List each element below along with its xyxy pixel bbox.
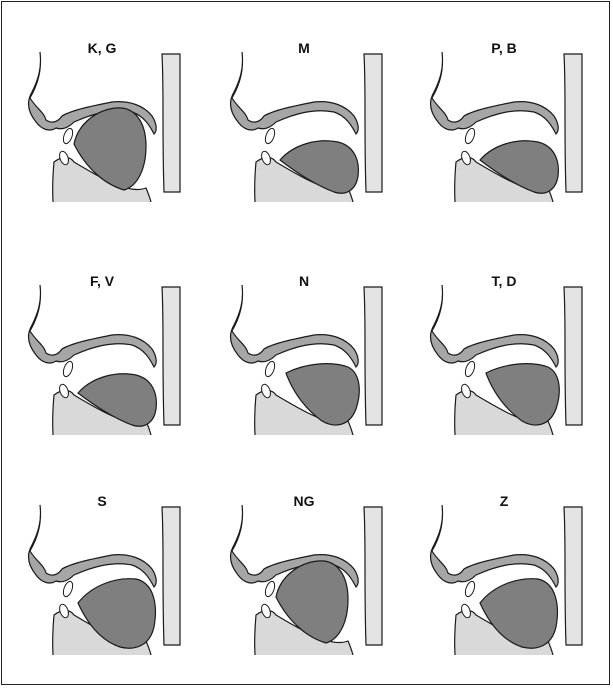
upper-tooth xyxy=(264,360,277,378)
vocal-tract-illustration xyxy=(12,245,192,435)
panel-s: S xyxy=(12,465,192,655)
pharynx-wall xyxy=(564,287,582,425)
palate-shape xyxy=(231,52,359,134)
upper-tooth xyxy=(62,580,75,598)
palate-shape xyxy=(431,285,559,367)
palate-shape xyxy=(431,52,559,134)
palate-shape xyxy=(29,285,157,367)
upper-tooth xyxy=(464,127,477,145)
panel-z: Z xyxy=(414,465,594,655)
vocal-tract-illustration xyxy=(214,12,394,202)
palate-shape xyxy=(431,505,559,587)
panel-n: N xyxy=(214,245,394,435)
pharynx-wall xyxy=(364,287,382,425)
vocal-tract-illustration xyxy=(414,465,594,655)
panel-f-v: F, V xyxy=(12,245,192,435)
upper-tooth xyxy=(464,580,477,598)
pharynx-wall xyxy=(564,54,582,192)
panel-m: M xyxy=(214,12,394,202)
vocal-tract-illustration xyxy=(214,245,394,435)
panel-ng: NG xyxy=(214,465,394,655)
upper-tooth xyxy=(62,360,75,378)
pharynx-wall xyxy=(162,507,180,645)
vocal-tract-illustration xyxy=(12,12,192,202)
panel-k-g: K, G xyxy=(12,12,192,202)
pharynx-wall xyxy=(162,54,180,192)
panel-t-d: T, D xyxy=(414,245,594,435)
upper-tooth xyxy=(62,127,75,145)
vocal-tract-illustration xyxy=(414,245,594,435)
vocal-tract-illustration xyxy=(214,465,394,655)
palate-shape xyxy=(29,505,157,587)
pharynx-wall xyxy=(162,287,180,425)
upper-tooth xyxy=(264,580,277,598)
vocal-tract-illustration xyxy=(12,465,192,655)
pharynx-wall xyxy=(364,507,382,645)
palate-shape xyxy=(231,285,359,367)
upper-tooth xyxy=(464,360,477,378)
panel-p-b: P, B xyxy=(414,12,594,202)
vocal-tract-illustration xyxy=(414,12,594,202)
pharynx-wall xyxy=(364,54,382,192)
pharynx-wall xyxy=(564,507,582,645)
upper-tooth xyxy=(264,127,277,145)
